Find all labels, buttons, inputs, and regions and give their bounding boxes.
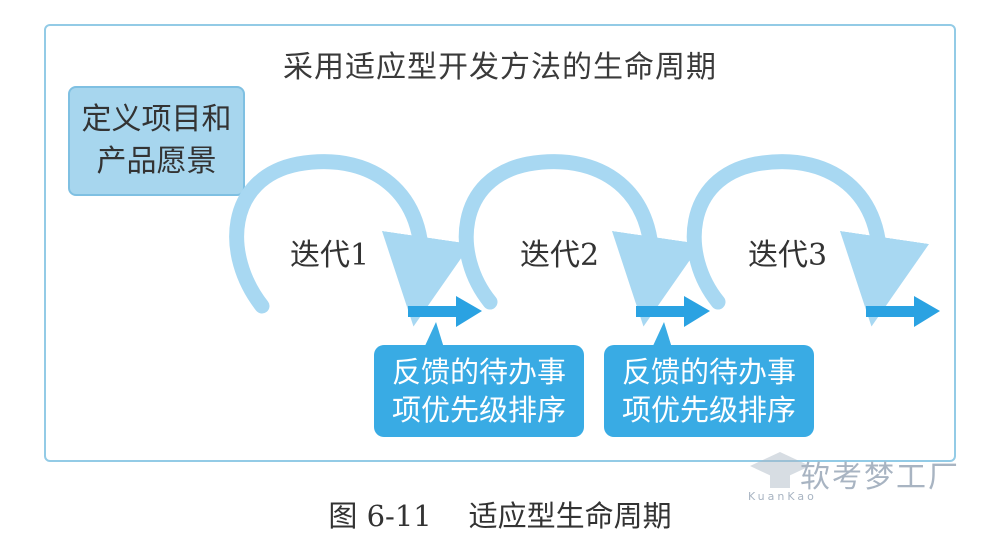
iteration-2-arc (458, 154, 702, 327)
diagram-title: 采用适应型开发方法的生命周期 (283, 50, 717, 85)
watermark-subtext: KuanKao (748, 490, 817, 503)
iteration-2-label: 迭代2 (520, 238, 600, 273)
backlog-1-line-2: 项优先级排序 (391, 393, 566, 427)
backlog-2-line-1: 反馈的待办事 (621, 355, 796, 389)
backlog-2-line-2: 项优先级排序 (621, 393, 796, 427)
watermark-logo (750, 452, 810, 488)
vision-line-2: 产品愿景 (96, 144, 217, 179)
backlog-2-pointer (652, 322, 672, 348)
flow-arrow-2 (636, 296, 710, 327)
backlog-box-2: 反馈的待办事 项优先级排序 (604, 345, 814, 437)
vision-box: 定义项目和 产品愿景 (68, 86, 245, 196)
iteration-1-arc (229, 154, 472, 327)
vision-line-1: 定义项目和 (81, 102, 232, 137)
flow-arrow-3 (866, 296, 940, 327)
iteration-1-label: 迭代1 (290, 238, 370, 273)
backlog-1-line-1: 反馈的待办事 (391, 355, 566, 389)
iteration-3-arc (686, 154, 930, 327)
backlog-box-1: 反馈的待办事 项优先级排序 (374, 345, 584, 437)
backlog-1-pointer (424, 322, 444, 348)
figure-caption: 图 6-11 适应型生命周期 (328, 499, 672, 533)
iteration-3-label: 迭代3 (748, 238, 828, 273)
watermark-text: 软考梦工厂 (800, 460, 960, 495)
flow-arrow-1 (408, 296, 482, 327)
